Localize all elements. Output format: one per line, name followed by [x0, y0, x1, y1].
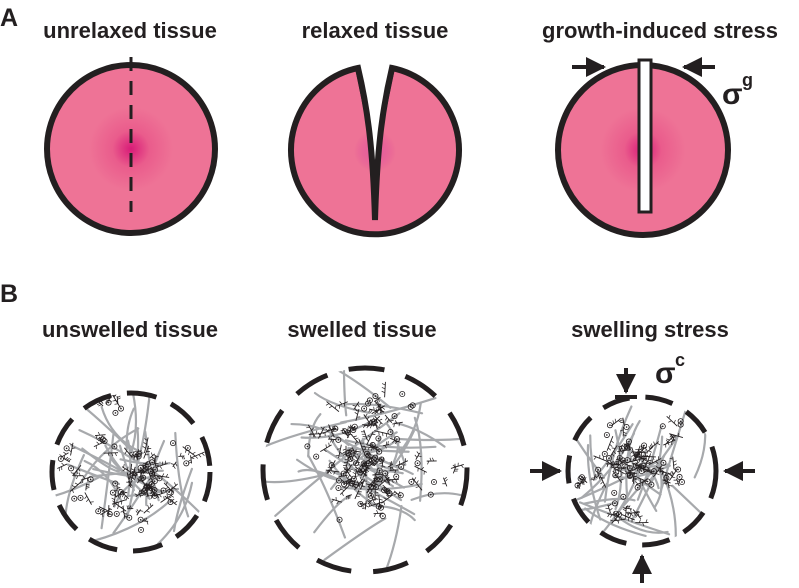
growth-stress-disc	[555, 57, 731, 238]
title-swelling-stress: swelling stress	[571, 317, 729, 342]
title-relaxed-tissue: relaxed tissue	[302, 18, 449, 43]
sigma-c-superscript: c	[675, 350, 685, 370]
title-unrelaxed-tissue: unrelaxed tissue	[43, 18, 217, 43]
title-growth-induced-stress: growth-induced stress	[542, 18, 778, 43]
title-unswelled-tissue: unswelled tissue	[42, 317, 218, 342]
panel-a-letter: A	[0, 4, 18, 32]
relaxed-tissue-disc	[288, 64, 462, 238]
swelling-stress-network	[530, 368, 755, 583]
swelled-tissue-network	[260, 365, 470, 575]
panel-b-letter: B	[0, 280, 18, 308]
unswelled-tissue-network	[49, 390, 213, 554]
sigma-g-superscript: g	[742, 70, 753, 90]
unrelaxed-tissue-disc	[44, 57, 218, 236]
sigma-g-symbol: σ	[722, 78, 743, 111]
sigma-c-symbol: σ	[655, 357, 676, 390]
title-swelled-tissue: swelled tissue	[287, 317, 436, 342]
